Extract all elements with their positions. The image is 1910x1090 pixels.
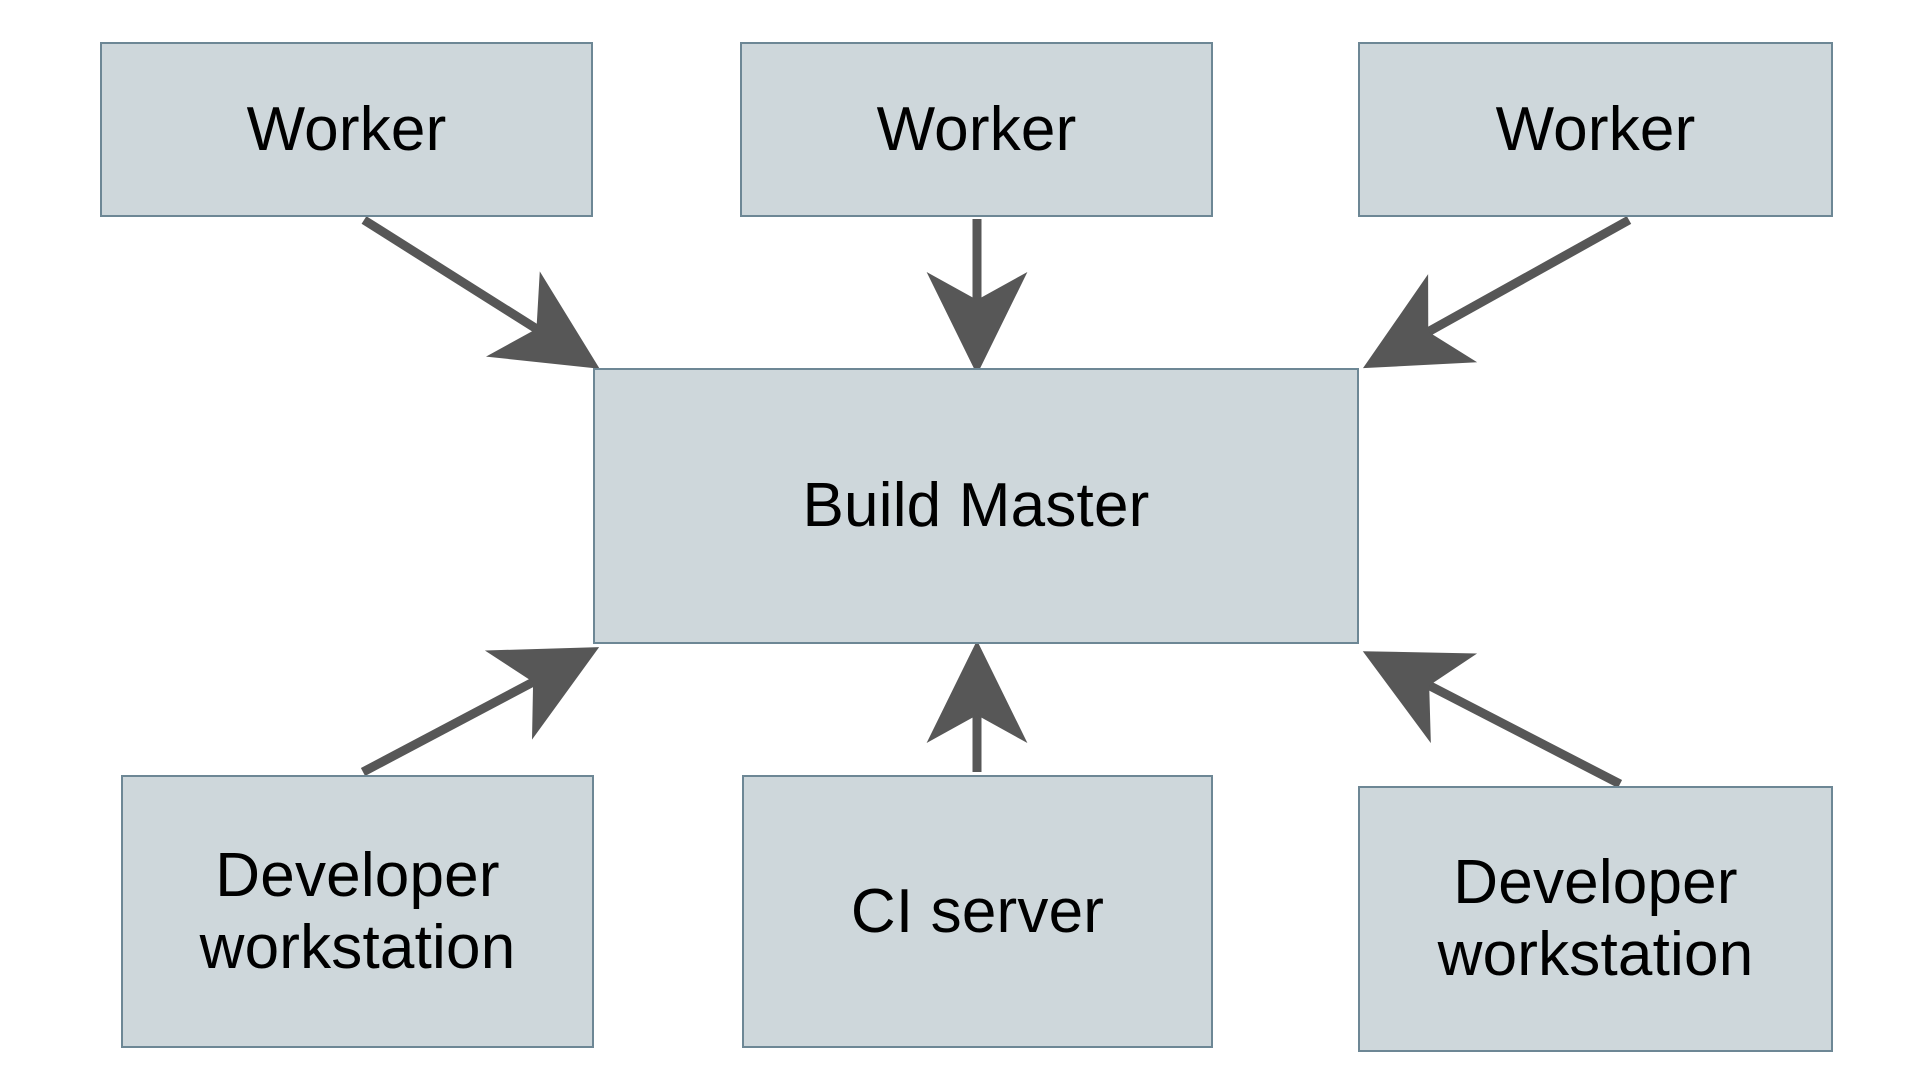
node-ci-server-label: CI server [850,876,1105,946]
node-worker-3[interactable]: Worker [1358,42,1833,217]
node-build-master[interactable]: Build Master [593,368,1359,644]
edge-dev-right-to-master [1362,651,1623,788]
node-build-master-label: Build Master [802,471,1150,541]
node-developer-workstation-right[interactable]: Developer workstation [1358,786,1833,1052]
node-worker-3-label: Worker [1495,94,1696,164]
node-developer-workstation-left[interactable]: Developer workstation [121,775,594,1048]
edge-dev-left-to-master [360,647,600,776]
node-worker-1[interactable]: Worker [100,42,593,217]
node-developer-workstation-left-label: Developer workstation [199,840,516,982]
node-worker-2-label: Worker [876,94,1077,164]
edge-worker-3-to-master [1362,216,1632,369]
node-developer-workstation-right-label: Developer workstation [1437,848,1754,989]
node-worker-1-label: Worker [246,94,447,164]
node-ci-server[interactable]: CI server [742,775,1213,1048]
node-worker-2[interactable]: Worker [740,42,1213,217]
edge-worker-1-to-master [361,216,600,369]
